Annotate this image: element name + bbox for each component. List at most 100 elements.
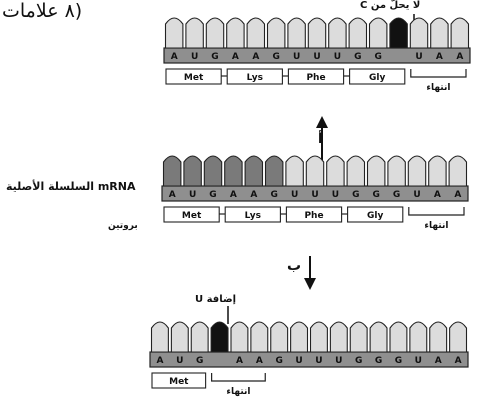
base-tooth [389, 321, 408, 353]
base-label: G [354, 52, 361, 62]
base-label: A [171, 52, 178, 62]
base-label: U [315, 356, 322, 366]
base-tooth [285, 155, 304, 187]
amino-acid-label: Met [182, 211, 202, 221]
base-label: U [191, 52, 198, 62]
arrow-a-label: أ [318, 132, 323, 147]
base-tooth [430, 17, 449, 49]
stop-bracket [408, 207, 465, 216]
amino-acid-label: Phe [304, 211, 323, 221]
base-label: G [271, 190, 278, 200]
base-tooth [448, 155, 468, 187]
base-label: A [454, 190, 461, 200]
base-tooth [290, 321, 309, 353]
base-label: A [156, 356, 163, 366]
base-label: U [413, 190, 420, 200]
bottom-note: إضافة U [195, 294, 237, 305]
base-label: A [250, 190, 257, 200]
base-label: U [415, 52, 422, 62]
base-tooth [150, 321, 169, 353]
stop-label: انتهاء [424, 221, 448, 231]
base-tooth [346, 155, 366, 187]
base-label: G [209, 190, 216, 200]
base-label: U [293, 52, 300, 62]
amino-acid-box [349, 68, 406, 85]
top-note: لا يحلّ من C [360, 0, 421, 11]
base-tooth [190, 321, 209, 353]
base-tooth [349, 321, 368, 353]
base-tooth [185, 17, 204, 49]
base-label: U [295, 356, 302, 366]
amino-acid-box [347, 206, 404, 223]
base-label: A [436, 52, 443, 62]
protein-label: بروتين [108, 221, 138, 231]
base-label: G [393, 190, 400, 200]
base-tooth [366, 155, 386, 187]
base-tooth [369, 321, 388, 353]
amino-acid-label: Phe [306, 73, 325, 83]
base-label: A [455, 356, 462, 366]
base-tooth [409, 17, 429, 49]
base-label: G [375, 52, 382, 62]
mrna-backbone [149, 351, 469, 368]
base-tooth [210, 321, 229, 353]
base-label: A [232, 52, 239, 62]
base-label: A [435, 356, 442, 366]
base-label: U [189, 190, 196, 200]
base-label: G [395, 356, 402, 366]
stop-label: انتهاء [226, 387, 250, 397]
base-label: G [273, 52, 280, 62]
base-tooth [183, 155, 202, 187]
base-tooth [264, 155, 284, 187]
base-label: G [373, 190, 380, 200]
base-label: U [313, 52, 320, 62]
base-tooth [428, 155, 447, 187]
marks-text: (٨ علامات [2, 0, 83, 22]
base-label: G [355, 356, 362, 366]
stop-bracket [211, 373, 266, 382]
arrow-a [316, 116, 328, 160]
base-label: G [196, 356, 203, 366]
base-tooth [226, 17, 245, 49]
base-label: U [415, 356, 422, 366]
base-label: G [275, 356, 282, 366]
base-label: A [169, 190, 176, 200]
base-label: A [456, 52, 463, 62]
base-tooth [230, 321, 249, 353]
base-label: A [252, 52, 259, 62]
base-label: U [311, 190, 318, 200]
base-tooth [250, 321, 269, 353]
base-tooth [164, 17, 184, 49]
base-tooth [287, 17, 306, 49]
arrow-b [304, 256, 316, 290]
amino-acid-label: Gly [367, 211, 383, 221]
mrna-label: mRNA السلسلة الأصلية [6, 180, 136, 193]
stop-label: انتهاء [426, 83, 450, 93]
base-tooth [409, 321, 428, 353]
base-label: U [176, 356, 183, 366]
base-tooth [407, 155, 427, 187]
base-tooth [205, 17, 225, 49]
base-tooth [170, 321, 189, 353]
amino-acid-label: Met [169, 377, 189, 387]
amino-acid-label: Gly [369, 73, 385, 83]
amino-acid-label: Lys [245, 211, 261, 221]
base-label: U [334, 52, 341, 62]
stop-bracket [410, 69, 467, 78]
arrow-b-label: ب [287, 258, 302, 274]
base-tooth [368, 17, 388, 49]
base-tooth [348, 17, 368, 49]
base-tooth [329, 321, 348, 353]
base-tooth [270, 321, 289, 353]
base-label: U [332, 190, 339, 200]
base-label: G [375, 356, 382, 366]
base-tooth [429, 321, 448, 353]
base-label: G [211, 52, 218, 62]
base-tooth [387, 155, 406, 187]
amino-acid-box [151, 372, 207, 389]
base-tooth [328, 17, 347, 49]
